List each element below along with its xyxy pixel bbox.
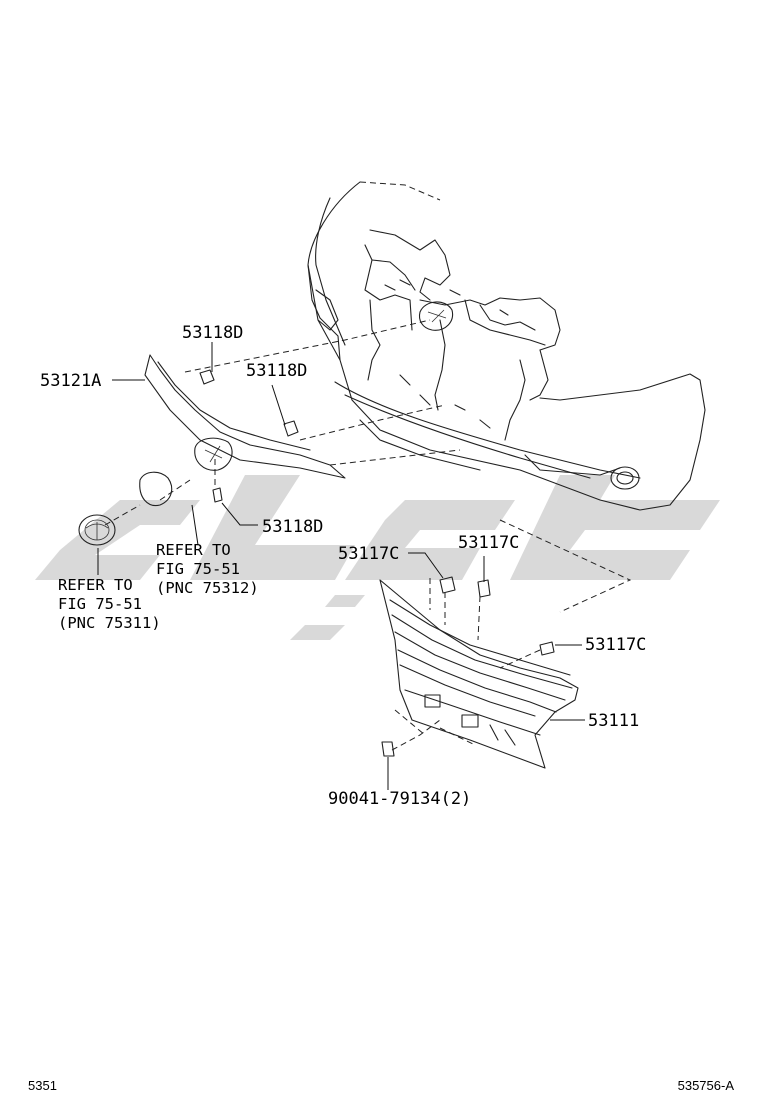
label-53118D-bottom: 53118D <box>262 517 323 537</box>
lower-grille <box>379 579 579 769</box>
ref-line: FIG 75-51 <box>58 595 142 613</box>
ref-line: REFER TO <box>156 541 231 559</box>
clip-53117C-b <box>477 579 491 598</box>
label-90041-79134: 90041-79134(2) <box>328 789 471 809</box>
label-53117C-right: 53117C <box>585 635 646 655</box>
ref-line: (PNC 75312) <box>156 579 259 597</box>
label-53121A: 53121A <box>40 371 101 391</box>
label-53118D-top: 53118D <box>182 323 243 343</box>
assembly-lines <box>104 319 632 751</box>
upper-grille-molding <box>144 354 346 479</box>
emblem-front <box>78 514 116 546</box>
clip-53117C-c <box>539 641 555 656</box>
ref-note-emblem-back: REFER TO FIG 75-51 (PNC 75312) <box>156 541 259 597</box>
label-53117C-left: 53117C <box>338 544 399 564</box>
clip-53118D-b <box>283 420 299 437</box>
clip-53118D-a <box>199 369 215 385</box>
clip-53118D-c <box>212 487 223 503</box>
watermark-logo <box>35 475 720 640</box>
label-53111: 53111 <box>588 711 639 731</box>
label-53117C-middle: 53117C <box>458 533 519 553</box>
footer-page-code: 5351 <box>28 1078 57 1093</box>
ref-line: FIG 75-51 <box>156 560 240 578</box>
bumper-assembly <box>307 181 706 511</box>
emblem-back <box>139 471 173 507</box>
radiator-support <box>364 229 561 441</box>
clip-53117C-a <box>439 576 456 594</box>
leader-lines <box>97 342 585 790</box>
ref-note-emblem-front: REFER TO FIG 75-51 (PNC 75311) <box>58 576 161 632</box>
screw-90041 <box>381 741 395 757</box>
ref-line: (PNC 75311) <box>58 614 161 632</box>
footer-illustration-id: 535756-A <box>678 1078 735 1093</box>
ref-line: REFER TO <box>58 576 133 594</box>
label-53118D-right: 53118D <box>246 361 307 381</box>
